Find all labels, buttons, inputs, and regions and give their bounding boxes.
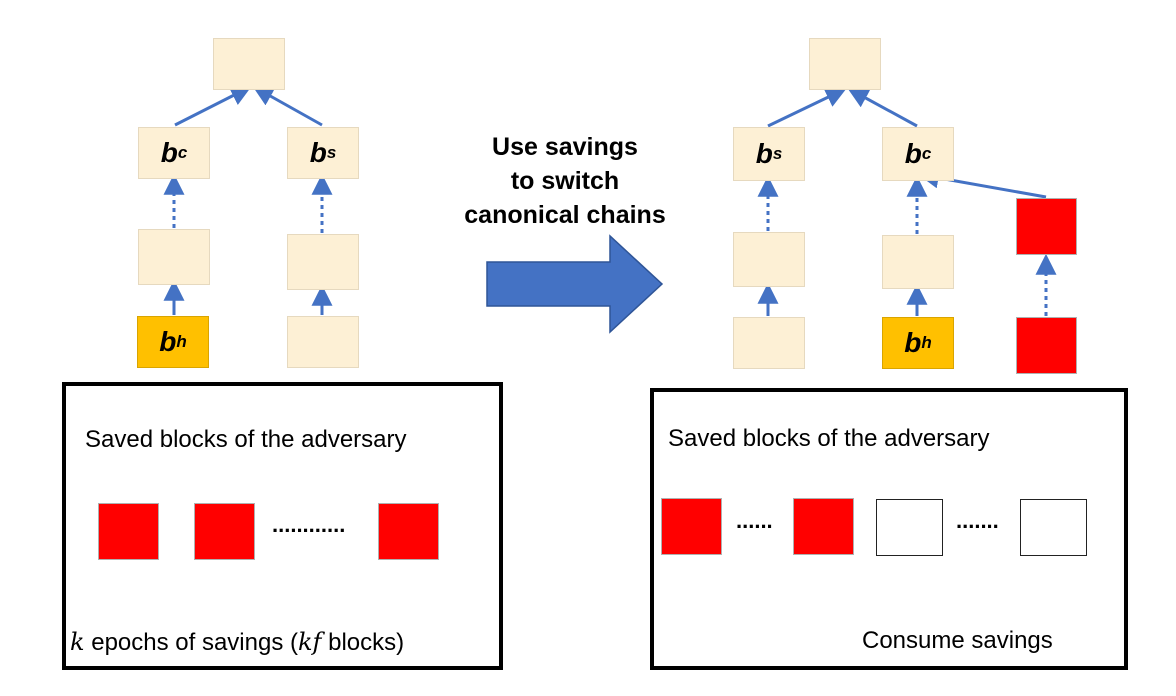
right-ellipsis-2: ....... (956, 508, 999, 533)
red-block-upper (1016, 198, 1077, 255)
middle-block-left-a (138, 229, 210, 285)
red-block-lower (1016, 317, 1077, 374)
empty-block-2 (1020, 499, 1087, 556)
right-ellipsis-1: ...... (736, 508, 773, 533)
transition-caption: Use savings to switch canonical chains (440, 130, 690, 232)
middle-block-right-b (882, 235, 954, 289)
caption-line-2: to switch (510, 167, 620, 195)
empty-block-1 (876, 499, 943, 556)
caption-line-1: Use savings (492, 133, 638, 161)
consumed-block-1 (661, 498, 722, 555)
right-panel-title: Saved blocks of the adversary (668, 425, 990, 452)
saved-block-3 (378, 503, 439, 560)
left-panel-caption: k epochs of savings (kf blocks) (70, 628, 405, 656)
middle-block-right-a (733, 232, 805, 287)
big-transition-arrow (486, 234, 664, 334)
saved-block-1 (98, 503, 159, 560)
saved-block-2 (194, 503, 255, 560)
caption-line-3: canonical chains (464, 201, 666, 229)
root-block-left (213, 38, 285, 90)
left-panel-title: Saved blocks of the adversary (85, 426, 407, 453)
edge-bc-to-root (174, 86, 252, 127)
edge-bs-to-root (252, 85, 323, 127)
edge-bc-to-root-right (847, 87, 918, 128)
leaf-block-right-a (733, 317, 805, 369)
right-panel-caption: Consume savings (862, 627, 1053, 654)
edge-bs-to-root-right (767, 87, 847, 128)
consumed-block-2 (793, 498, 854, 555)
root-block-right (809, 38, 881, 90)
left-ellipsis: ............ (272, 512, 346, 537)
leaf-block-left-b (287, 316, 359, 368)
middle-block-left-b (287, 234, 359, 290)
